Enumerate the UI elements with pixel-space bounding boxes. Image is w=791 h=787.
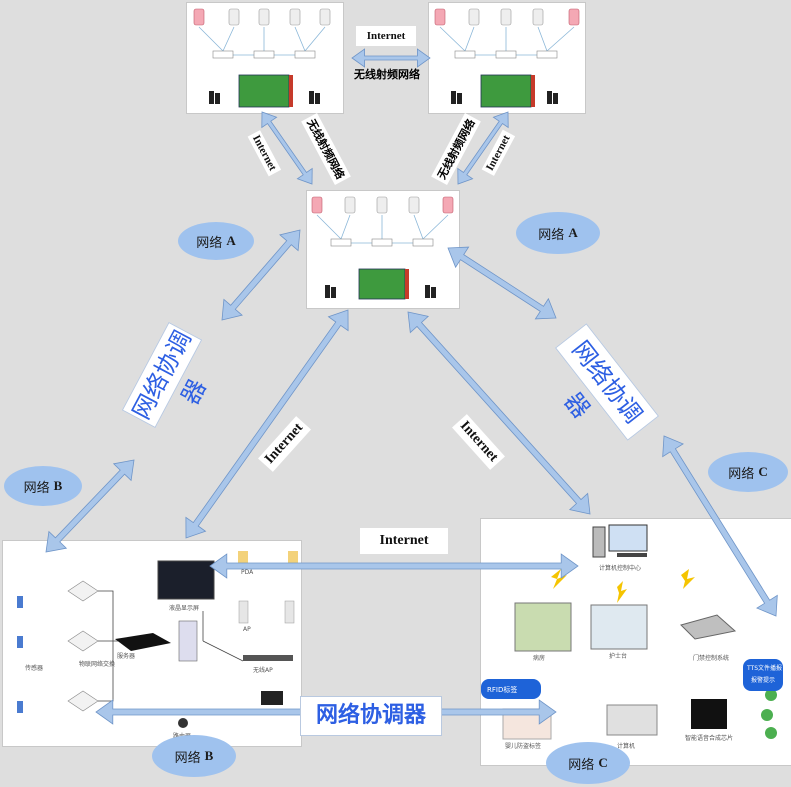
arrow-center-to-c-right [447, 246, 557, 320]
internet-label-top: Internet [356, 26, 416, 46]
ward-label: 病房 [533, 655, 546, 662]
network-b-topology [17, 551, 298, 728]
arrow-top-right-diagonal [457, 111, 509, 185]
network-panel-top-left [186, 2, 344, 114]
tts-sub-label: 报警提示 [751, 677, 776, 684]
control-center-label: 计算机控制中心 [599, 565, 642, 572]
wireless-rf-label-top: 无线射频网络 [354, 68, 420, 81]
baby-monitor-label: 婴儿防盗标签 [505, 743, 542, 750]
lightning-icon [551, 569, 695, 603]
arrow-center-to-c-lower [407, 311, 591, 515]
pda-label: PDA [241, 569, 254, 576]
ap-label: AP [243, 626, 251, 633]
nurse-station-label: 护士台 [609, 653, 628, 660]
access-system-label: 门禁控制系统 [693, 655, 730, 662]
network-topology-icon [193, 8, 331, 108]
coordinator-label-bottom: 网络协调器 [300, 696, 442, 736]
switch-label: 物联网络交换 [79, 661, 116, 668]
arrow-top-horizontal [351, 48, 431, 68]
arrow-center-to-b-right [185, 309, 349, 539]
computer-label: 计算机 [617, 743, 636, 750]
display-label: 液晶显示屏 [169, 605, 200, 612]
network-c-topology [481, 524, 783, 740]
network-topology-icon [434, 8, 580, 108]
arrow-center-to-b-left [221, 229, 301, 321]
tts-label: TTS文件播报 [747, 665, 783, 672]
rfid-tag-label: RFID标签 [487, 686, 518, 694]
monitor-icon [592, 524, 648, 558]
network-topology-icon [311, 196, 454, 300]
arrow-top-left-diagonal [261, 111, 313, 185]
ap-box-label: 无线AP [253, 667, 273, 674]
internet-label-bottom: Internet [360, 528, 448, 554]
chip-icon [691, 699, 727, 729]
network-panel-top-right [428, 2, 586, 114]
reader-icon [17, 596, 23, 713]
server-label: 服务器 [117, 653, 136, 660]
speaker-icon [761, 689, 777, 739]
voice-chip-label: 智能语音合成芯片 [685, 735, 734, 742]
arrow-c-right-edge [662, 435, 778, 617]
arrow-b-to-c-internet [209, 553, 579, 579]
arrow-coordinator-to-b [45, 459, 135, 553]
sensor-label: 传感器 [25, 665, 44, 672]
